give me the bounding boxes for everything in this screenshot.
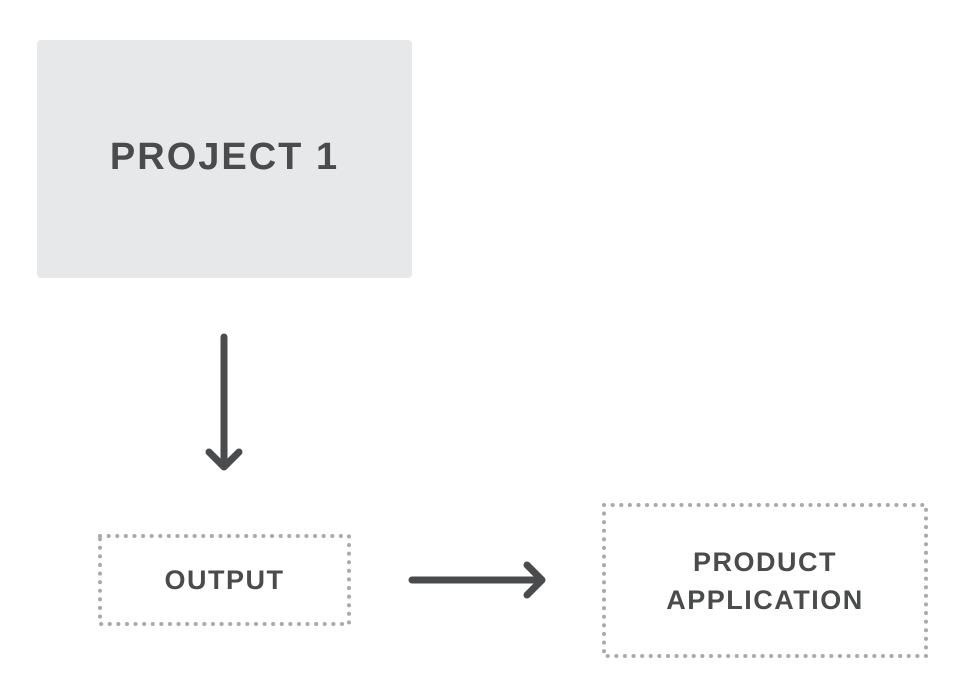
arrow-project-to-output [205,333,243,471]
output-box: OUTPUT [98,534,351,626]
product-application-label: PRODUCT APPLICATION [666,543,864,619]
output-label: OUTPUT [164,565,285,595]
product-label-line1: PRODUCT [693,546,837,577]
product-label-line2: APPLICATION [666,584,864,615]
arrow-output-to-product [408,561,546,599]
product-box-dotted-border [602,503,928,658]
project-1-label: PROJECT 1 [109,135,340,178]
output-box-dotted-border [98,534,351,626]
project-1-box: PROJECT 1 [37,40,412,278]
product-application-box: PRODUCT APPLICATION [602,503,928,658]
